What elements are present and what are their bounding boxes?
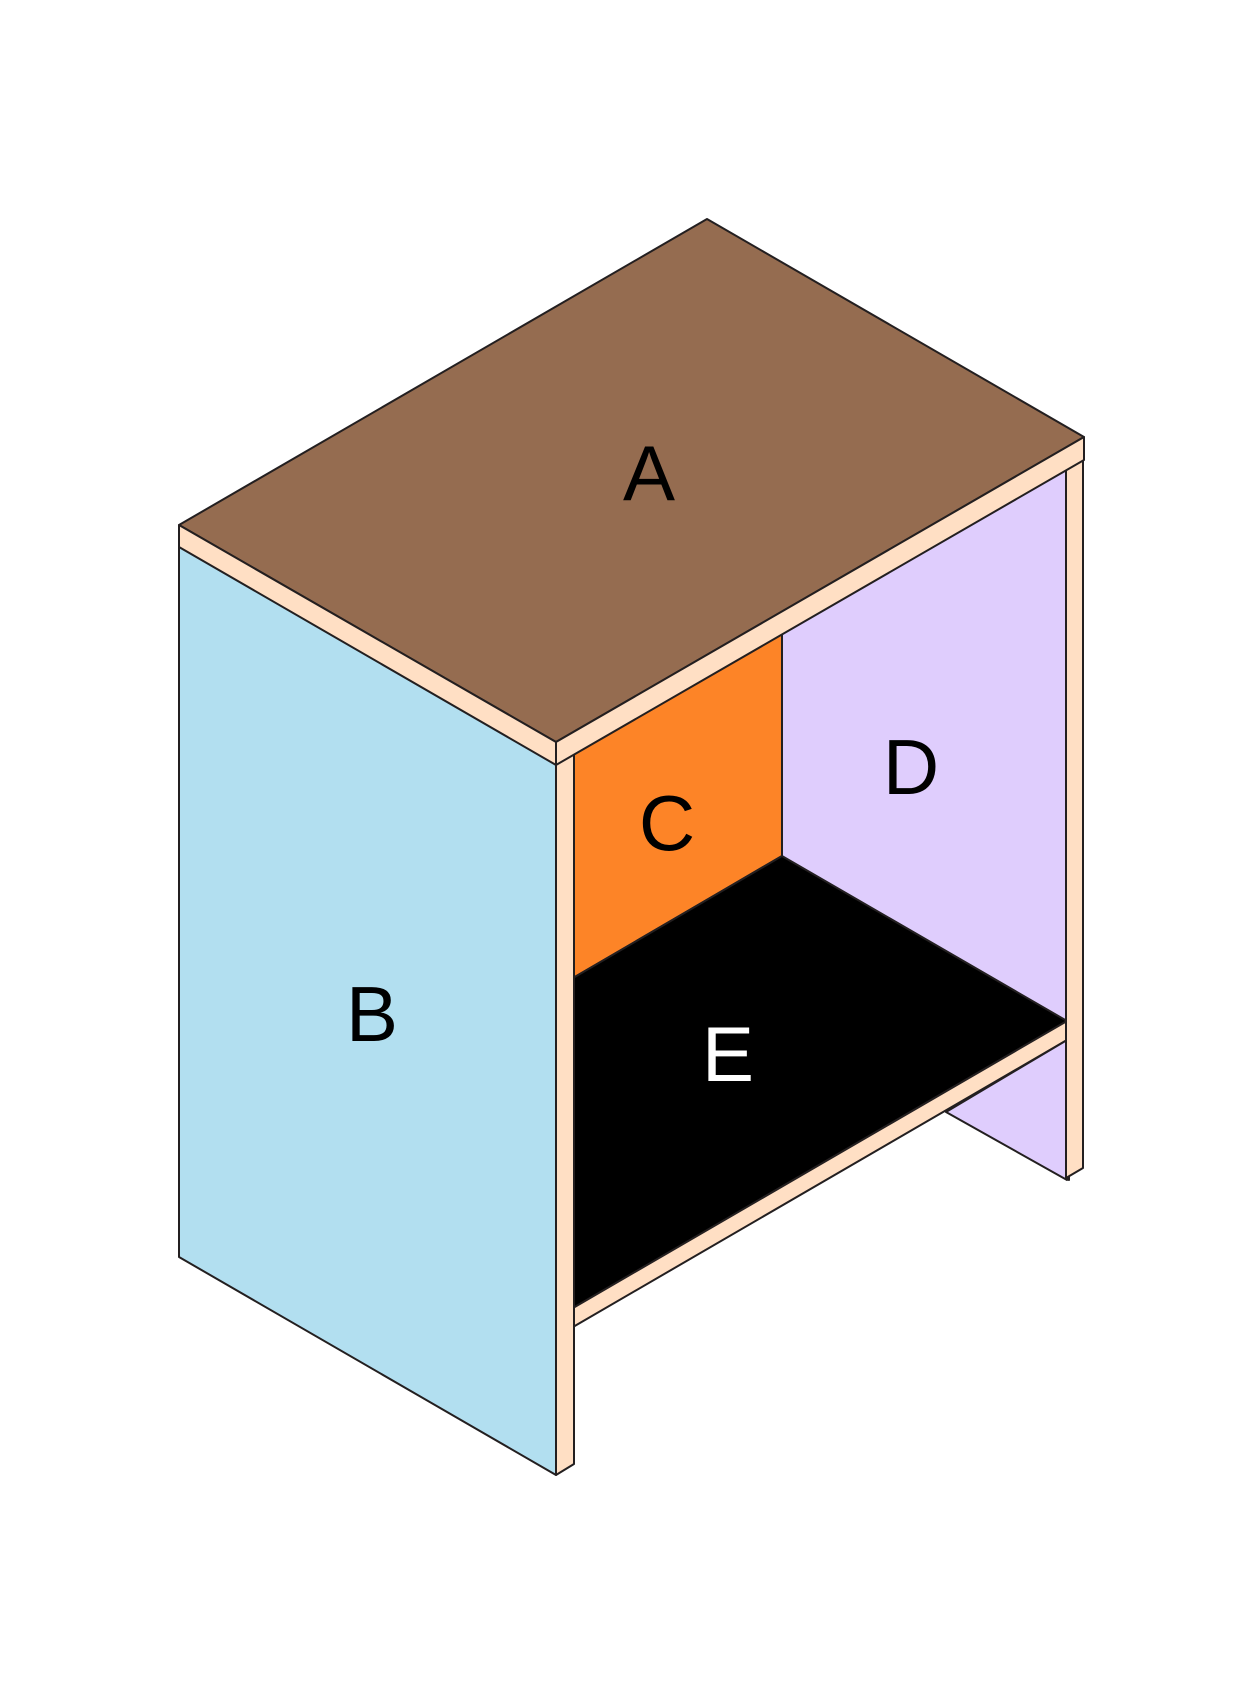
right-side-front-edge — [1065, 456, 1084, 1179]
panel-b-front-edge — [555, 752, 575, 1476]
panel-d-label: D — [883, 723, 939, 811]
panel-d-front-edge — [1065, 456, 1084, 1179]
top-panel-a — [178, 218, 1085, 766]
panel-e-label: E — [702, 1010, 754, 1098]
panel-a-right-edge — [555, 436, 1085, 766]
shelf-panel-e — [572, 855, 1068, 1328]
panel-a-label: A — [623, 429, 675, 517]
panel-b-label: B — [346, 970, 398, 1058]
panel-c-label: C — [639, 779, 695, 867]
